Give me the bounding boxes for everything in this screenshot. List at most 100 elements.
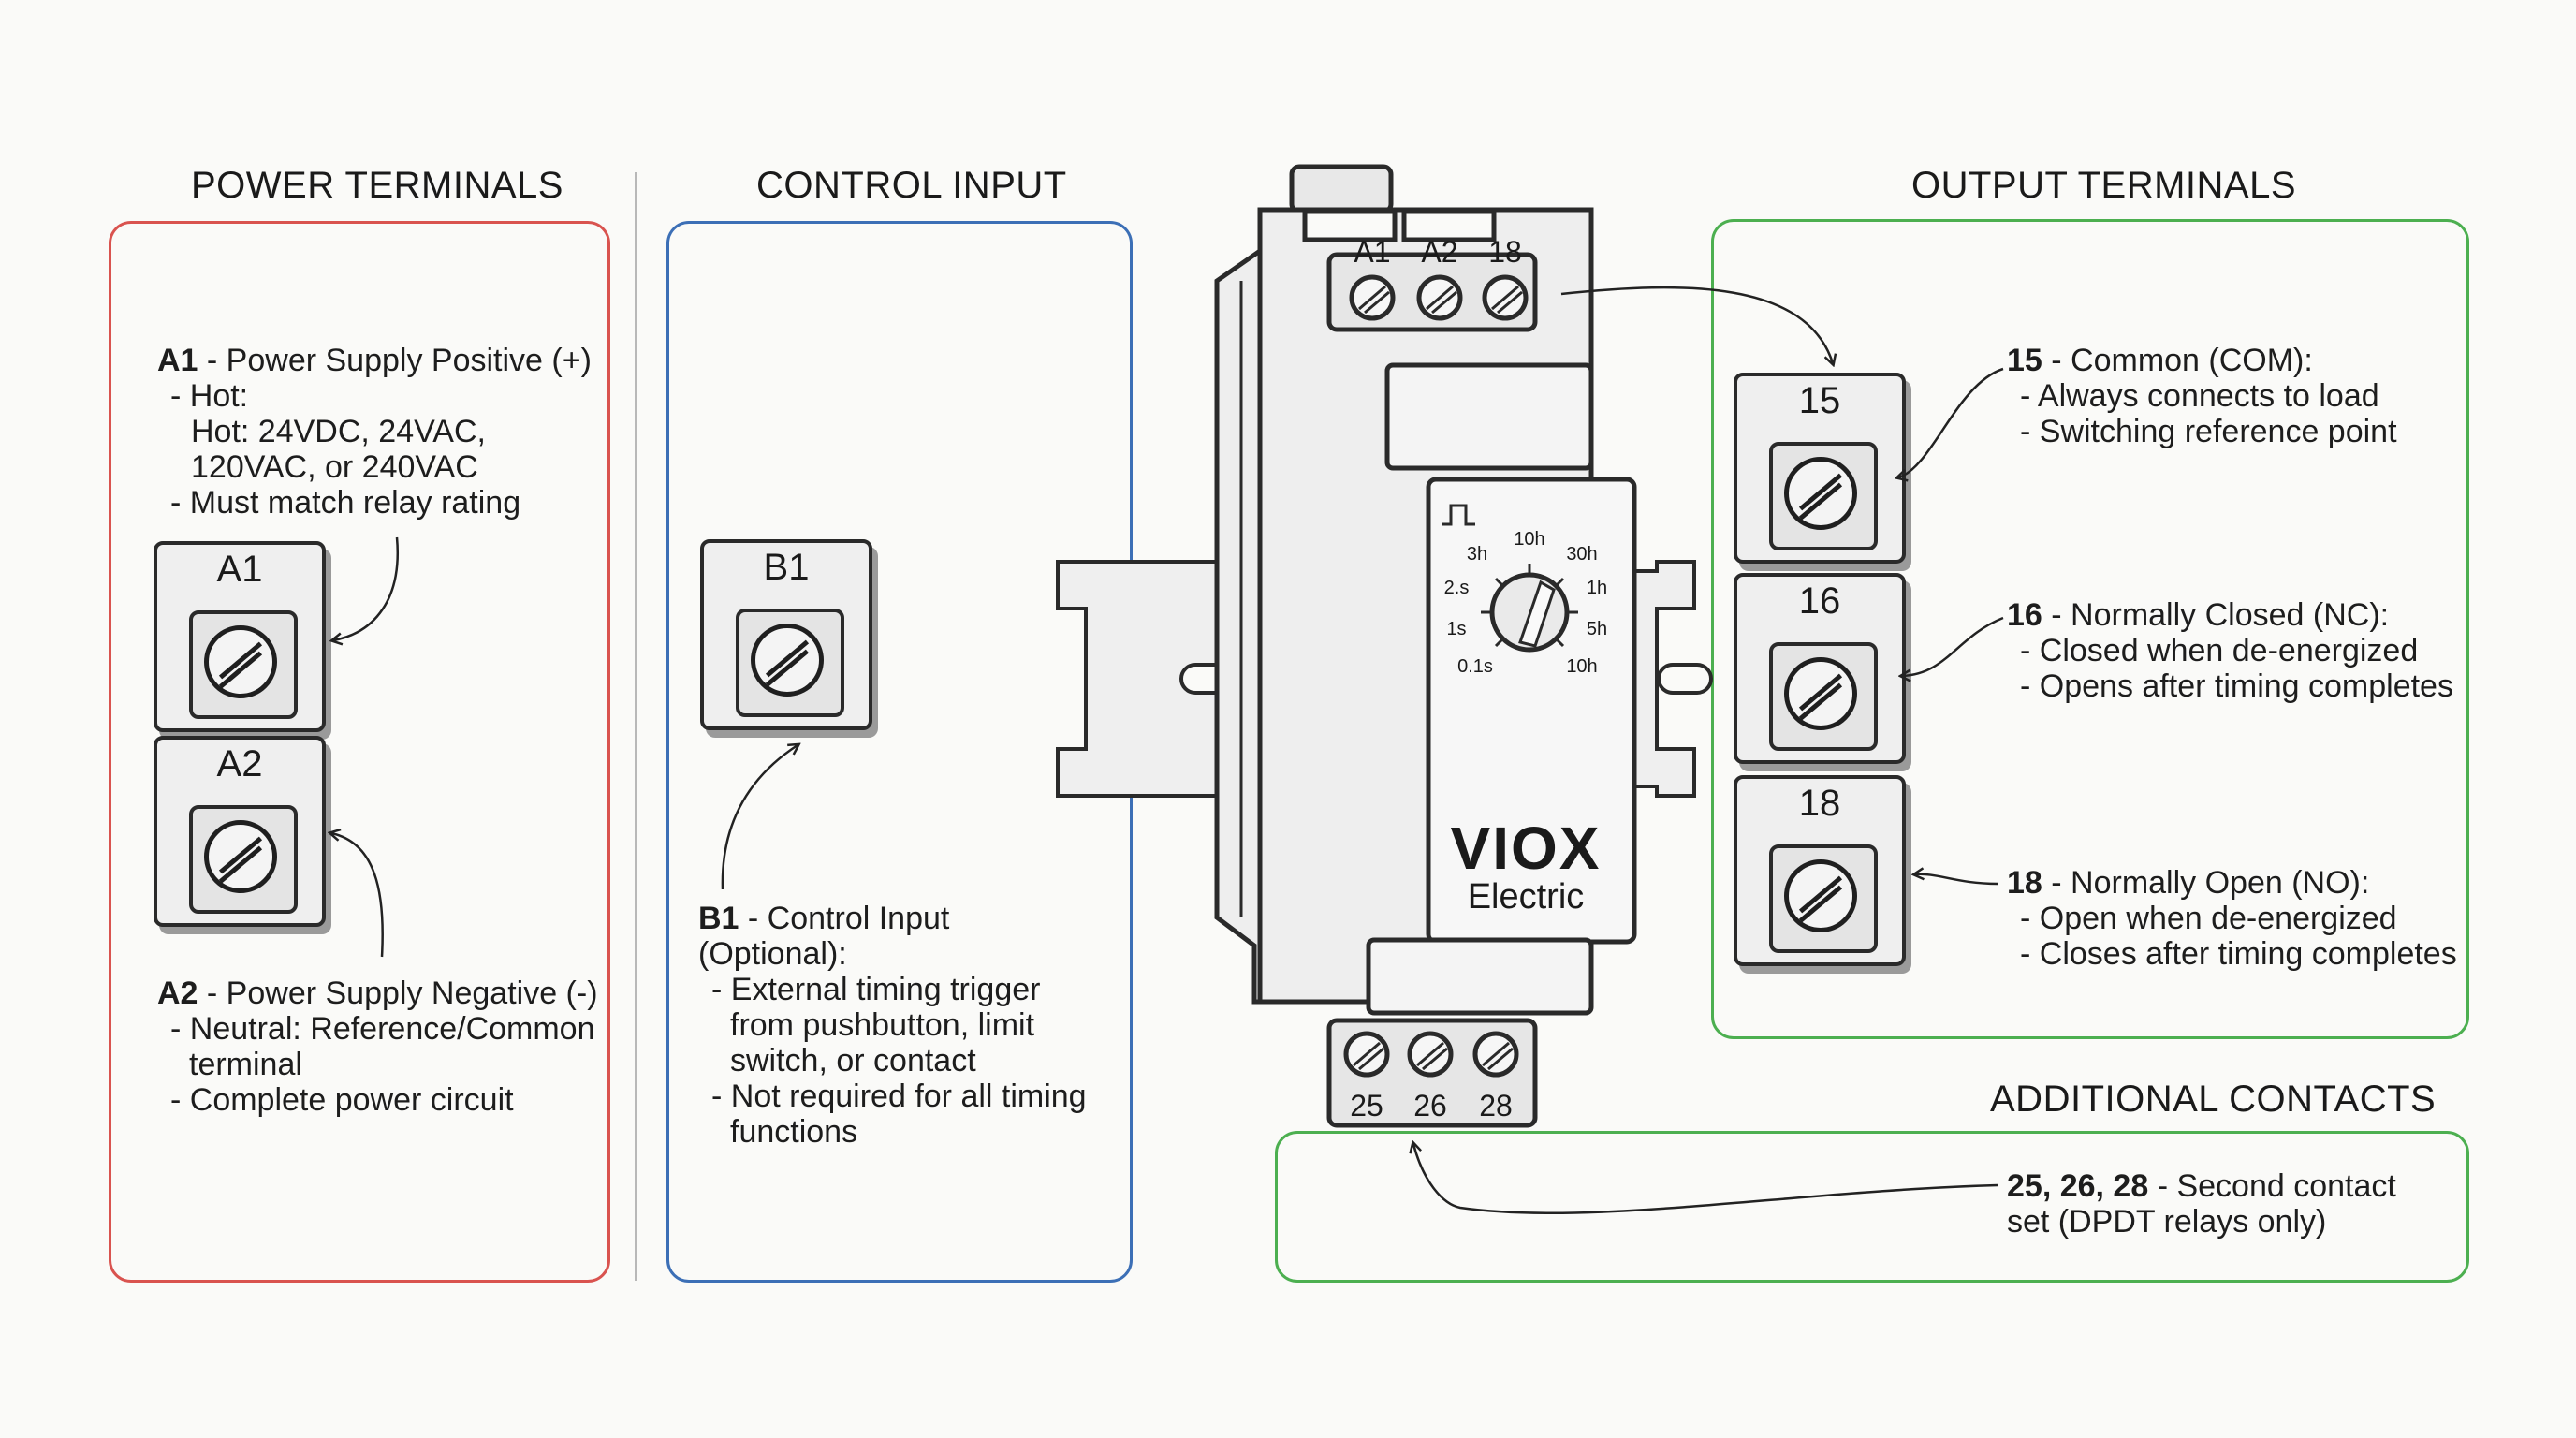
relay-bottom-label: 26: [1413, 1089, 1447, 1123]
terminal-18: 18: [1734, 775, 1906, 966]
t16-line: - Opens after timing completes: [2020, 668, 2453, 704]
control-input-title: CONTROL INPUT: [756, 165, 1067, 206]
additional-code: 25, 26, 28: [2007, 1168, 2149, 1204]
terminal-16-label: 16: [1798, 580, 1841, 622]
output-terminals-title: OUTPUT TERMINALS: [1911, 165, 2297, 206]
a2-description: A2 - Power Supply Negative (-) - Neutral…: [157, 976, 598, 1118]
t15-description: 15 - Common (COM): - Always connects to …: [2007, 343, 2397, 449]
relay-top-label: 18: [1488, 235, 1522, 269]
a1-description: A1 - Power Supply Positive (+) - Hot: Ho…: [157, 343, 592, 521]
dial-label: 3h: [1467, 544, 1487, 565]
t16-title: - Normally Closed (NC):: [2042, 597, 2390, 633]
terminal-15: 15: [1734, 373, 1906, 564]
a2-title: - Power Supply Negative (-): [198, 976, 598, 1011]
a1-code: A1: [157, 343, 198, 378]
relay-top-label: A2: [1421, 235, 1457, 269]
arrow-to-15: [1560, 286, 1833, 363]
screw-icon: [1784, 457, 1857, 530]
b1-line: (Optional):: [698, 936, 847, 972]
dial-label: 2.s: [1444, 578, 1470, 598]
a2-code: A2: [157, 976, 198, 1011]
screw-housing: [736, 609, 844, 717]
screw-housing: [189, 805, 298, 914]
t18-title: - Normally Open (NO):: [2042, 865, 2370, 901]
relay-bottom-label: 28: [1479, 1089, 1513, 1123]
arrow-a2: [331, 833, 384, 958]
t18-line: - Open when de-energized: [2020, 901, 2397, 936]
t15-title: - Common (COM):: [2042, 343, 2313, 378]
screw-icon: [1784, 657, 1857, 730]
dial-label: 10h: [1514, 529, 1544, 550]
additional-panel: [1275, 1131, 2469, 1283]
terminal-16: 16: [1734, 573, 1906, 764]
screw-icon: [1784, 859, 1857, 932]
b1-line: - External timing trigger: [711, 972, 1041, 1007]
dial-ticks: [1481, 564, 1578, 648]
pulse-icon: [1442, 504, 1475, 526]
power-terminals-title: POWER TERMINALS: [191, 165, 564, 206]
power-panel: [109, 221, 610, 1283]
arrow-15: [1898, 367, 2004, 477]
t18-code: 18: [2007, 865, 2042, 901]
screw-icon: [751, 624, 824, 697]
additional-title: - Second contact: [2148, 1168, 2396, 1204]
terminal-a1-label: A1: [216, 549, 263, 590]
t15-code: 15: [2007, 343, 2042, 378]
a2-line: terminal: [189, 1047, 302, 1082]
dial-label: 1s: [1446, 619, 1466, 639]
screw-housing: [1769, 442, 1878, 550]
b1-line: switch, or contact: [730, 1043, 976, 1078]
timer-relay: [1214, 164, 1637, 1128]
a1-title: - Power Supply Positive (+): [198, 343, 592, 378]
t16-description: 16 - Normally Closed (NC): - Closed when…: [2007, 597, 2453, 704]
arrow-additional: [1413, 1144, 1998, 1215]
brand-logo: VIOX: [1451, 814, 1602, 882]
a1-line: 120VAC, or 240VAC: [191, 449, 478, 485]
t16-code: 16: [2007, 597, 2042, 633]
additional-description: 25, 26, 28 - Second contact set (DPDT re…: [2007, 1168, 2396, 1240]
b1-line: from pushbutton, limit: [730, 1007, 1035, 1043]
arrow-18: [1915, 874, 1998, 886]
a2-line: - Neutral: Reference/Common: [170, 1011, 595, 1047]
additional-contacts-title: ADDITIONAL CONTACTS: [1990, 1078, 2437, 1120]
arrow-16: [1902, 616, 2004, 676]
b1-line: - Not required for all timing: [711, 1078, 1087, 1114]
t16-line: - Closed when de-energized: [2020, 633, 2419, 668]
screw-housing: [189, 610, 298, 719]
dial-label: 1h: [1587, 578, 1607, 598]
b1-line: functions: [730, 1114, 858, 1150]
t15-line: - Always connects to load: [2020, 378, 2379, 414]
a1-line: - Must match relay rating: [170, 485, 521, 521]
t15-line: - Switching reference point: [2020, 414, 2397, 449]
terminal-18-label: 18: [1798, 783, 1841, 824]
screw-icon: [204, 820, 277, 893]
terminal-a1: A1: [154, 541, 326, 732]
t18-description: 18 - Normally Open (NO): - Open when de-…: [2007, 865, 2457, 972]
b1-description: B1 - Control Input (Optional): - Externa…: [698, 901, 1087, 1150]
dial-label: 30h: [1566, 544, 1597, 565]
relay-bottom-label: 25: [1350, 1089, 1383, 1123]
b1-code: B1: [698, 901, 739, 936]
screw-icon: [204, 625, 277, 698]
a2-line: - Complete power circuit: [170, 1082, 514, 1118]
screw-housing: [1769, 642, 1878, 751]
brand-subtitle: Electric: [1468, 877, 1585, 917]
arrow-a1: [333, 536, 400, 640]
a1-line: - Hot:: [170, 378, 249, 414]
dial-label: 10h: [1566, 656, 1597, 677]
relay-top-label: A1: [1354, 235, 1390, 269]
a1-line: Hot: 24VDC, 24VAC,: [191, 414, 486, 449]
t18-line: - Closes after timing completes: [2020, 936, 2457, 972]
arrow-b1: [721, 745, 798, 890]
terminal-b1-label: B1: [763, 547, 810, 588]
dial-label: 5h: [1587, 619, 1607, 639]
terminal-b1: B1: [700, 539, 872, 730]
terminal-a2-label: A2: [216, 743, 263, 785]
screw-housing: [1769, 844, 1878, 953]
dial-label: 0.1s: [1457, 656, 1493, 677]
b1-title: - Control Input: [739, 901, 950, 936]
additional-line: set (DPDT relays only): [2007, 1204, 2327, 1240]
terminal-a2: A2: [154, 736, 326, 927]
section-divider: [635, 172, 637, 1281]
